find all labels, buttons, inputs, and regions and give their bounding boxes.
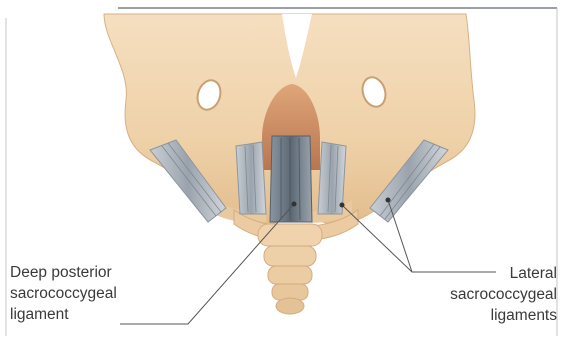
label-line: Deep posterior (10, 262, 117, 283)
label-line: ligaments (450, 305, 557, 326)
coccyx-bone (234, 210, 358, 314)
label-line: sacrococcygeal (10, 283, 117, 304)
label-line: sacrococcygeal (450, 284, 557, 305)
label-line: ligament (10, 304, 117, 325)
deep-posterior-ligament (270, 136, 312, 222)
label-line: Lateral (450, 263, 557, 284)
label-deep-posterior-sacrococcygeal-ligament: Deep posterior sacrococcygeal ligament (10, 262, 117, 325)
posterior-ligament-left (236, 142, 266, 214)
label-lateral-sacrococcygeal-ligaments: Lateral sacrococcygeal ligaments (450, 263, 557, 326)
